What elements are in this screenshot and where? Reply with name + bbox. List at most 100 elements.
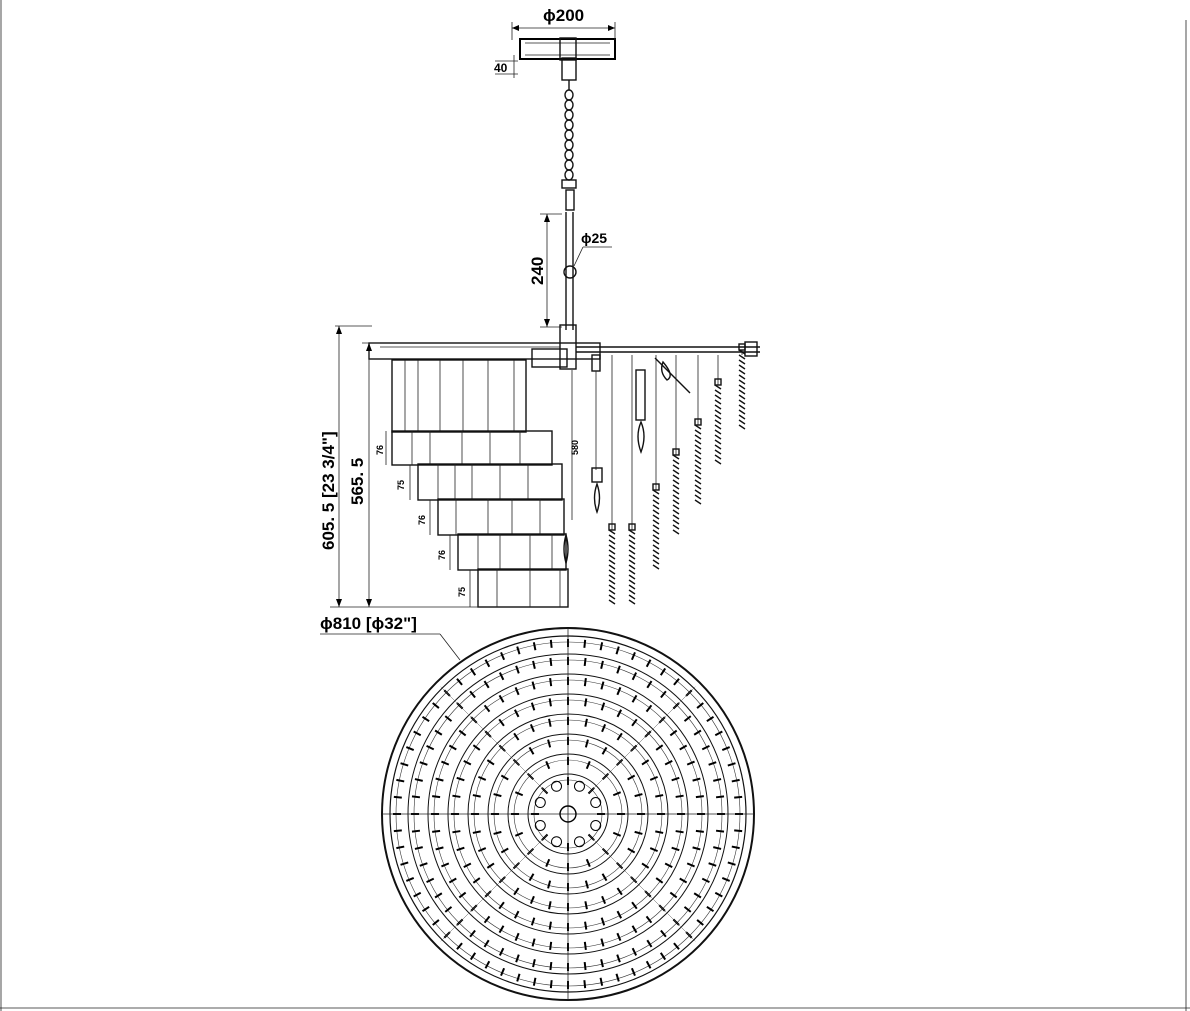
crystal-bead (714, 384, 722, 390)
plan-diagonal (440, 835, 547, 942)
body-height-label: 565. 5 (348, 458, 367, 505)
crystal-tick (600, 959, 604, 968)
crystal-bead (608, 579, 616, 585)
crystal-tick (405, 876, 415, 882)
crystal-bead (714, 409, 722, 415)
crystal-tick (548, 901, 552, 910)
crystal-tick (513, 910, 520, 919)
crystal-tick (435, 846, 444, 851)
crystal-bead (694, 469, 702, 475)
crystal-tick (469, 690, 476, 699)
crystal-tick (456, 942, 463, 950)
canopy-height-label: 40 (494, 61, 508, 75)
crystal-bead (652, 524, 660, 530)
crystal-tick (498, 694, 505, 703)
crystal-tick (599, 977, 604, 986)
crystal-tick (708, 761, 717, 766)
crystal-tick (456, 776, 465, 782)
crystal-bead (694, 494, 702, 500)
crystal-tick (531, 681, 536, 690)
crystal-tick (714, 730, 723, 737)
crystal-tick (655, 744, 664, 751)
crystal-tick (583, 961, 587, 971)
crystal-tick (549, 657, 553, 667)
crystal-bead (652, 504, 660, 510)
crystal-tick (393, 829, 402, 833)
crystal-bead (608, 599, 616, 605)
crystal-tick (616, 732, 623, 741)
crystal-bead (694, 429, 702, 435)
crystal-tick (701, 877, 710, 884)
crystal-bead (738, 409, 746, 415)
crystal-tick (498, 947, 505, 956)
crystal-bead (694, 484, 702, 490)
crystal-tick (532, 660, 536, 669)
crystal-tick (634, 830, 643, 835)
crystal-bead (672, 489, 680, 495)
crystal-tick (701, 744, 710, 751)
crystal-tick (693, 729, 702, 736)
crystal-tick (528, 746, 535, 755)
crystal-bead (628, 534, 636, 540)
crystal-tick (414, 778, 423, 782)
crystal-bead (628, 599, 636, 605)
crystal-tick (472, 830, 481, 834)
crystal-bead (608, 569, 616, 575)
crystal-tick (627, 774, 636, 781)
crystal-tick (486, 862, 495, 869)
crystal-tick (396, 845, 405, 850)
strand-clip (714, 378, 722, 386)
crystal-bead (628, 564, 636, 570)
crystal-bead (714, 444, 722, 450)
strand-clip (738, 343, 746, 351)
crystal-tick (548, 698, 552, 707)
crystal-bead (738, 354, 746, 360)
crystal-tick (600, 660, 604, 669)
crystal-tick (669, 891, 678, 899)
crystal-tick (616, 887, 623, 896)
crystal-tick (549, 639, 553, 648)
crystal-tick (615, 646, 620, 655)
crystal-tick (584, 901, 588, 910)
crystal-tick (630, 651, 636, 661)
crystal-tick (601, 895, 607, 904)
crystal-bead (714, 434, 722, 440)
crystal-bead (628, 529, 636, 535)
crystal-tick (432, 919, 440, 926)
crystal-tick (673, 942, 680, 950)
crystal-tick (734, 829, 743, 833)
crystal-bead (628, 569, 636, 575)
crystal-tick (400, 861, 409, 866)
crystal-bead (714, 424, 722, 430)
crystal-tick (530, 917, 536, 926)
crystal-tick (435, 777, 444, 782)
crystal-bead (714, 454, 722, 460)
crystal-bead (608, 554, 616, 560)
crystal-bead (694, 479, 702, 485)
crystal-strand (694, 355, 702, 505)
crystal-tick (441, 862, 450, 868)
crystal-tick (655, 830, 664, 834)
crystal-tick (584, 718, 588, 727)
crystal-tick (631, 718, 638, 727)
crystal-bead (652, 494, 660, 500)
crystal-strand (714, 355, 722, 465)
crystal-tick (706, 715, 715, 723)
strand-clip (652, 483, 660, 491)
crystal-tick (483, 680, 490, 689)
crystal-tick (715, 795, 725, 799)
crystal-tick (695, 795, 704, 799)
crystal-tick (645, 659, 652, 668)
crystal-bead (738, 389, 746, 395)
crystal-strand (652, 355, 660, 570)
crystal-tick (469, 929, 476, 938)
lamp-holder (573, 836, 585, 848)
crystal-bead (672, 464, 680, 470)
crystal-tick (426, 877, 435, 884)
crystal-bead (652, 559, 660, 565)
crystal-bead (608, 584, 616, 590)
crystal-bead (738, 414, 746, 420)
crystal-bead (652, 564, 660, 570)
crystal-tick (419, 862, 428, 867)
